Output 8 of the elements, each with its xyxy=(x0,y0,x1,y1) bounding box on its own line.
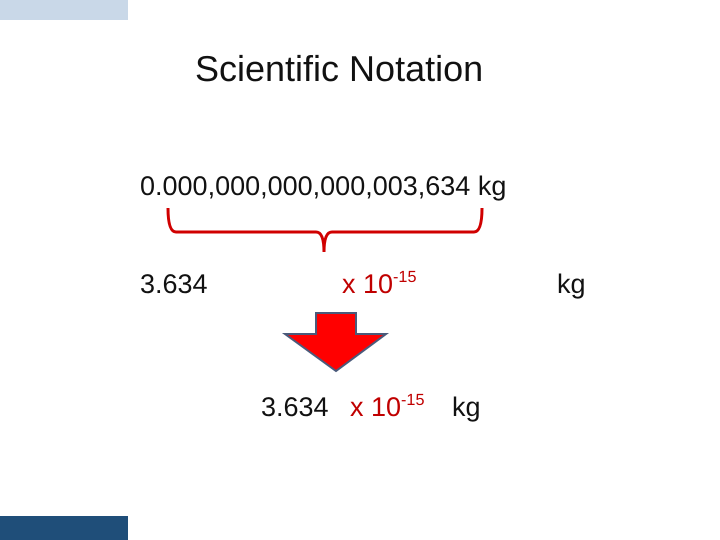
number-text: 3.634 xyxy=(261,391,329,423)
unit-text: kg xyxy=(452,391,481,423)
power-text: x 10$^{-15}$ xyxy=(342,268,416,301)
unit-text: kg xyxy=(557,268,586,300)
number-text: 0.000,000,000,000,003,634 kg xyxy=(140,170,506,202)
power-text: x 10$^{-15}$ xyxy=(350,391,424,424)
slide-title: Scientific Notation xyxy=(195,48,484,90)
number-text: 3.634 xyxy=(140,268,208,300)
